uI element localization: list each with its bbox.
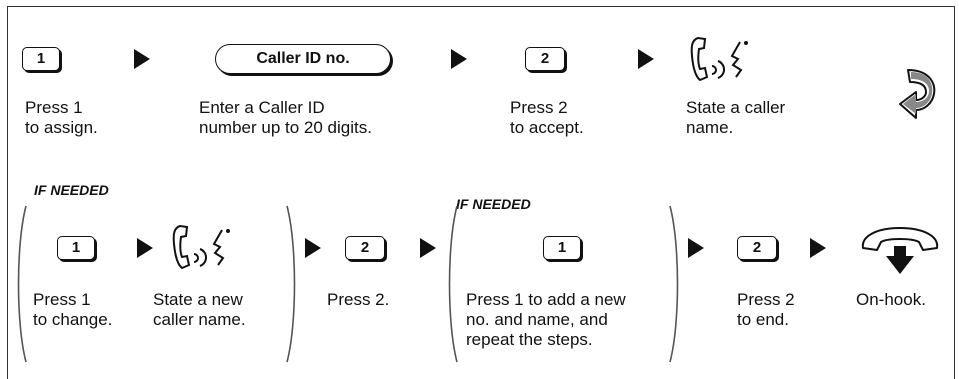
right-bracket: [286, 205, 296, 363]
right-bracket: [669, 205, 679, 363]
arrow-right-icon: [134, 49, 150, 69]
left-bracket: [448, 205, 458, 363]
caller-id-key: Caller ID no.: [215, 44, 391, 74]
key-2: 2: [525, 47, 565, 71]
arrow-right-icon: [305, 238, 321, 258]
left-bracket: [17, 205, 27, 363]
key-1: 1: [22, 47, 60, 71]
arrow-right-icon: [420, 238, 436, 258]
if-needed-label: IF NEEDED: [456, 196, 531, 212]
curved-return-arrow-icon: [899, 69, 936, 119]
key-2: 2: [737, 236, 777, 260]
arrow-right-icon: [451, 49, 467, 69]
diagram-frame: [7, 6, 955, 379]
arrow-right-icon: [810, 238, 826, 258]
key-1: 1: [543, 236, 581, 260]
key-1: 1: [57, 236, 95, 260]
speaking-handset-icon: [690, 36, 748, 82]
arrow-right-icon: [688, 238, 704, 258]
arrow-right-icon: [137, 238, 153, 258]
step-text: On-hook.: [856, 290, 926, 309]
on-hook-handset-icon: [861, 227, 939, 274]
arrow-right-icon: [638, 49, 654, 69]
step-text: Press 2.: [327, 290, 390, 309]
speaking-handset-icon: [172, 224, 230, 270]
if-needed-label: IF NEEDED: [34, 182, 109, 198]
key-2: 2: [345, 236, 385, 260]
